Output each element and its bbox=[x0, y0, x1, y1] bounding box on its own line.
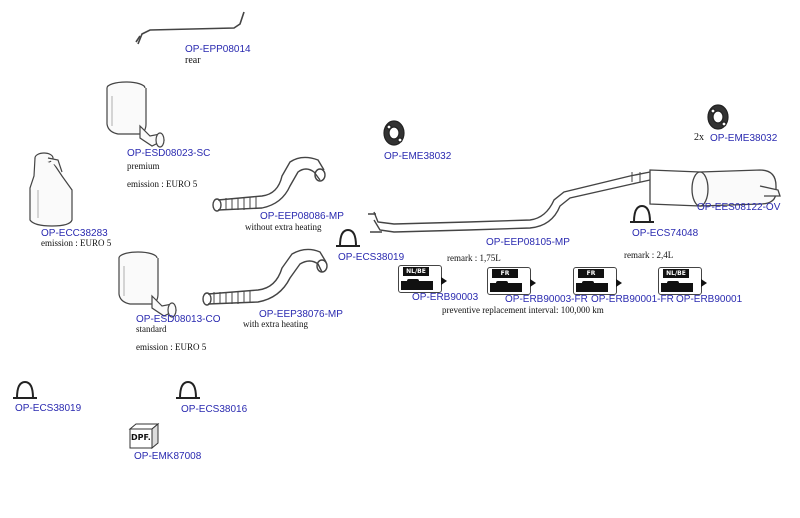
clamp-drawing-ecs74048 bbox=[630, 204, 654, 223]
region-tag: FR bbox=[578, 269, 604, 278]
rear-silencer-drawing bbox=[631, 169, 781, 207]
part-note-premium: premium bbox=[127, 161, 160, 171]
part-code-ecs38019-2[interactable]: OP-ECS38019 bbox=[15, 403, 82, 414]
part-code-erb90003[interactable]: OP-ERB90003 bbox=[412, 292, 479, 303]
rear-pipe-drawing bbox=[135, 11, 245, 45]
part-code-eme38032-2[interactable]: OP-EME38032 bbox=[710, 133, 778, 144]
part-code-eep38076[interactable]: OP-EEP38076-MP bbox=[259, 309, 343, 320]
replacement-interval-note: preventive replacement interval: 100,000… bbox=[442, 305, 604, 315]
arrow-right-icon bbox=[441, 277, 447, 285]
part-code-eep08105[interactable]: OP-EEP08105-MP bbox=[486, 237, 570, 248]
flex-pipe-without-heating-drawing bbox=[212, 156, 326, 212]
part-code-erb90001-fr[interactable]: OP-ERB90001-FR bbox=[591, 294, 674, 305]
part-code-eep08086[interactable]: OP-EEP08086-MP bbox=[260, 211, 344, 222]
part-emission-esd08023: emission : EURO 5 bbox=[127, 179, 198, 189]
clamp-drawing-ecs38019b bbox=[13, 380, 37, 399]
part-note-rear: rear bbox=[185, 55, 201, 66]
clamp-drawing-ecs38016 bbox=[176, 380, 200, 399]
region-tag: NL/BE bbox=[663, 269, 689, 278]
arrow-right-icon bbox=[701, 279, 707, 287]
mounting-rubber-drawing-1 bbox=[383, 120, 405, 146]
part-code-epp08014[interactable]: OP-EPP08014 bbox=[185, 44, 251, 55]
remark-2-4l: remark : 2,4L bbox=[624, 250, 674, 260]
part-note-without-heating: without extra heating bbox=[245, 222, 322, 232]
additive-box-erb90001-fr: FR bbox=[573, 267, 622, 295]
additive-level-icon bbox=[490, 283, 522, 292]
additive-box-erb90003: NL/BE bbox=[398, 265, 447, 293]
part-code-ees08122[interactable]: OP-EES08122-OV bbox=[697, 202, 781, 213]
additive-level-icon bbox=[661, 283, 693, 292]
region-tag: NL/BE bbox=[403, 267, 429, 276]
catalytic-converter-standard-drawing bbox=[118, 251, 177, 318]
part-code-erb90003-fr[interactable]: OP-ERB90003-FR bbox=[505, 294, 588, 305]
part-code-emk87008[interactable]: OP-EMK87008 bbox=[134, 451, 202, 462]
part-code-eme38032-1[interactable]: OP-EME38032 bbox=[384, 151, 452, 162]
additive-level-icon bbox=[576, 283, 608, 292]
part-qty-eme38032: 2x bbox=[694, 132, 704, 143]
part-code-ecs38019-1[interactable]: OP-ECS38019 bbox=[338, 252, 405, 263]
part-code-ecc38283[interactable]: OP-ECC38283 bbox=[41, 228, 108, 239]
part-code-esd08023[interactable]: OP-ESD08023-SC bbox=[127, 148, 211, 159]
part-emission-esd08013: emission : EURO 5 bbox=[136, 342, 207, 352]
remark-1-75l: remark : 1,75L bbox=[447, 253, 501, 263]
catalytic-converter-ecc-drawing bbox=[29, 152, 73, 227]
arrow-right-icon bbox=[530, 279, 536, 287]
center-pipe-drawing bbox=[368, 171, 651, 233]
additive-level-icon bbox=[401, 281, 433, 290]
clamp-drawing-ecs38019a bbox=[336, 228, 360, 247]
mounting-rubber-drawing-2 bbox=[707, 104, 729, 130]
flex-pipe-with-heating-drawing bbox=[202, 248, 328, 306]
region-tag: FR bbox=[492, 269, 518, 278]
additive-box-erb90001: NL/BE bbox=[658, 267, 707, 295]
additive-box-erb90003-fr: FR bbox=[487, 267, 536, 295]
arrow-right-icon bbox=[616, 279, 622, 287]
part-code-erb90001[interactable]: OP-ERB90001 bbox=[676, 294, 743, 305]
part-code-esd08013[interactable]: OP-ESD08013-CO bbox=[136, 314, 221, 325]
dpf-kit-icon: DPF. bbox=[128, 422, 160, 450]
part-emission-ecc38283: emission : EURO 5 bbox=[41, 238, 112, 248]
part-note-standard: standard bbox=[136, 324, 167, 334]
catalytic-converter-premium-drawing bbox=[106, 81, 165, 148]
part-code-ecs74048[interactable]: OP-ECS74048 bbox=[632, 228, 699, 239]
dpf-kit-text: DPF. bbox=[131, 433, 151, 442]
part-note-with-heating: with extra heating bbox=[243, 319, 308, 329]
part-code-ecs38016[interactable]: OP-ECS38016 bbox=[181, 404, 248, 415]
